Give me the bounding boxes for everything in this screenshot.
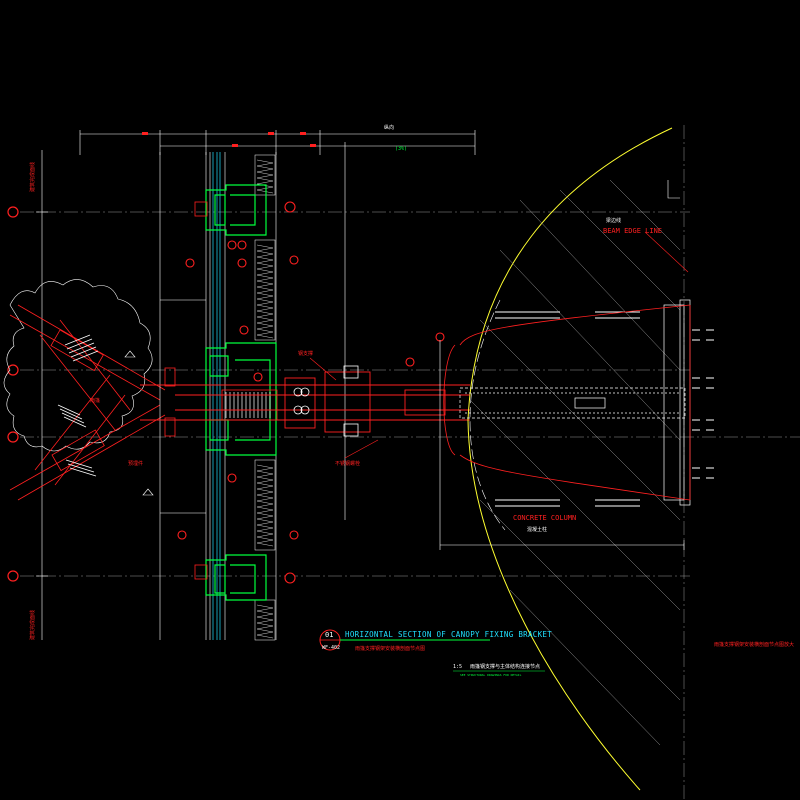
bracket-title-en: HORIZONTAL SECTION OF CANOPY FIXING BRAC… (345, 630, 552, 639)
glass-panes (212, 152, 221, 640)
dim-top-label-1: 纵向 (384, 124, 394, 131)
grid-bubbles-left (7, 206, 19, 582)
right-top-marker (667, 180, 680, 199)
left-vertical-label-bottom: 建筑完成面线 (29, 610, 36, 640)
bolt-nuts (293, 365, 359, 437)
sheet-reference: WF-402 (322, 645, 340, 651)
beam-edge-leader (644, 231, 689, 273)
insulation-zigzag (256, 159, 274, 639)
grid-axis-lines (20, 125, 800, 800)
dim-top-label-2: (3%) (395, 146, 407, 152)
footer-note-cn: 雨篷钢支撑与主体结构连接节点 (470, 663, 540, 670)
right-side-note: 雨篷支撑钢架安装横剖面节点图放大 (714, 641, 794, 648)
anchor-bolt-assembly (459, 387, 686, 419)
scale-note: 1:5 (453, 664, 462, 670)
canopy-diagonal-bracket (9, 304, 166, 501)
steel-tag: 钢支撑 (298, 350, 313, 357)
column-dimension-line (439, 340, 685, 550)
title-block (319, 629, 490, 651)
canopy-tag: 雨篷 (90, 397, 100, 404)
left-vertical-label-top: 建筑完成面线 (29, 162, 36, 192)
top-dimension-line (79, 130, 476, 520)
beam-outline-red (443, 304, 691, 501)
insulation-hatch (254, 154, 276, 641)
mullion-profile-top (205, 184, 267, 236)
bracket-arm (140, 371, 470, 433)
concrete-column-label-cn: 混凝土柱 (527, 526, 547, 533)
beam-edge-label-cn: 梁边线 (606, 217, 621, 224)
beam-edge-label-en: BEAM EDGE LINE (603, 227, 662, 235)
bracket-title-cn: 雨篷支撑钢架安装横剖面节点图 (355, 645, 425, 652)
concrete-column-label-en: CONCRETE COLUMN (513, 514, 576, 522)
column-curve (467, 127, 673, 791)
section-markers-left (124, 350, 154, 496)
steel-leader-2 (344, 439, 379, 459)
steel-tag-2: 不锈钢螺栓 (335, 460, 360, 467)
mullion-profile-bottom (205, 554, 267, 601)
steel-leader-1 (309, 357, 337, 381)
detail-number: 01 (325, 631, 333, 639)
footer-note-small: SEE STRUCTURAL DRAWINGS FOR DETAIL (460, 673, 522, 677)
left-vertical-dimension (36, 150, 48, 640)
bracket-bolt-hatch (57, 334, 99, 477)
mid-tag: 预埋件 (128, 460, 143, 467)
beam-diagonal-hatch (469, 179, 681, 746)
threaded-rod-hatch (225, 392, 271, 418)
mullion-anchor-plates (164, 201, 278, 580)
callout-bubbles (177, 201, 445, 584)
column-rebar-dashes (495, 311, 714, 507)
column-curve-inner (469, 299, 506, 531)
top-dim-ticks (142, 132, 316, 147)
